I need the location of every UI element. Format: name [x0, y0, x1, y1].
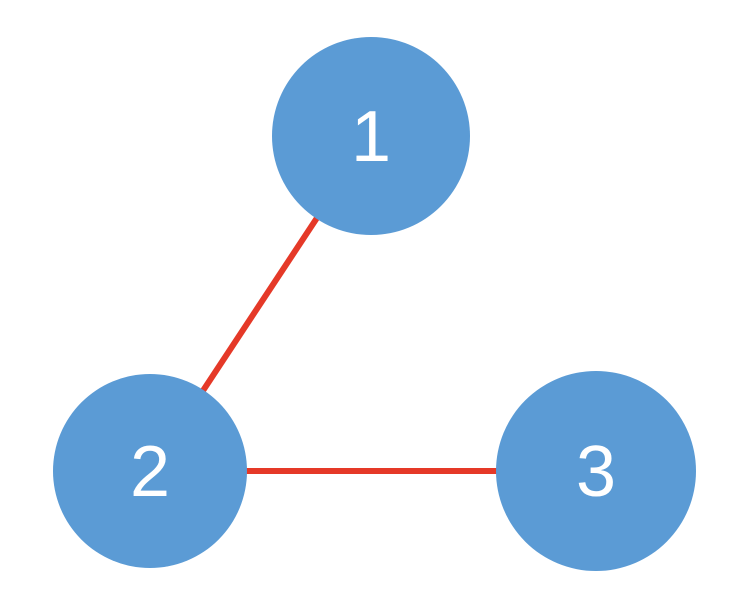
- node-1: [272, 37, 470, 235]
- node-3: [496, 371, 696, 571]
- node-2: [53, 374, 247, 568]
